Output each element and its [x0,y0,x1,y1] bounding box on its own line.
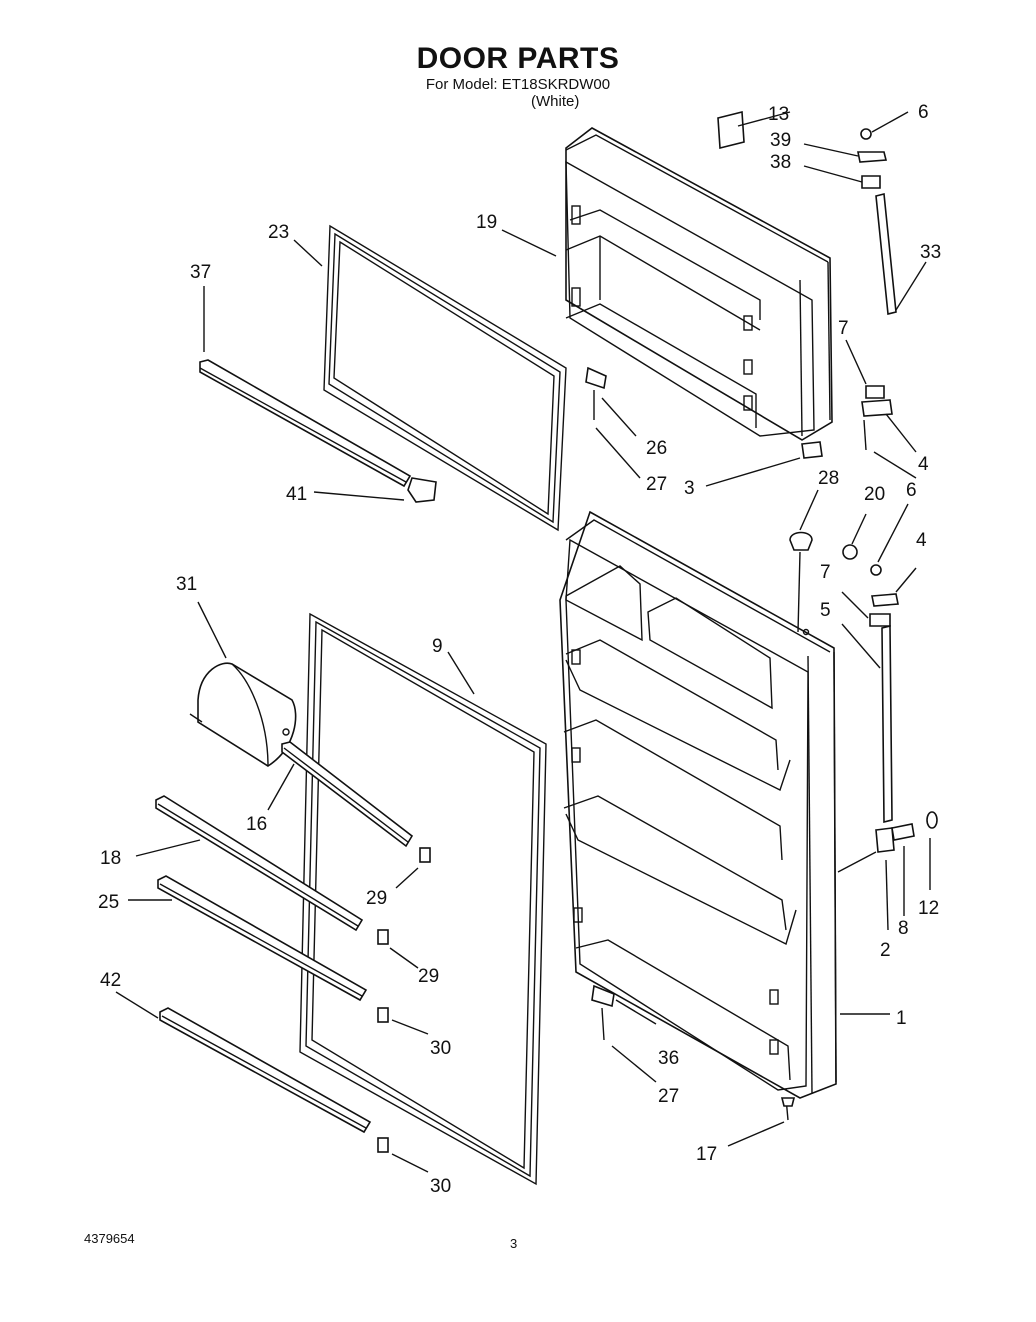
page-number: 3 [510,1236,518,1251]
fresh-food-door [559,510,837,1099]
callout-20: 20 [864,484,885,505]
callout-39: 39 [770,130,791,151]
callout-29: 29 [366,888,387,909]
callout-12: 12 [918,898,939,919]
callout-33: 33 [920,242,941,263]
callout-36: 36 [658,1048,679,1069]
callout-30b: 30 [430,1176,451,1197]
callout-26: 26 [646,438,667,459]
callout-23: 23 [268,222,289,243]
freezer-door [565,127,833,441]
hinge-hardware [585,110,938,1121]
model-variant: (White) [531,93,580,110]
dairy-cover [189,662,297,767]
callout-numbers: 13 6 39 38 33 19 23 37 7 26 4 27 3 28 20… [98,102,941,1197]
callout-7: 7 [838,318,849,339]
freezer-shelf-bar [199,359,437,503]
callout-8: 8 [898,918,909,939]
callout-9: 9 [432,636,443,657]
freezer-gasket [323,224,567,532]
callout-37: 37 [190,262,211,283]
callout-31: 31 [176,574,197,595]
callout-13: 13 [768,104,789,125]
callout-5: 5 [820,600,831,621]
rail-end-caps [377,847,431,1153]
model-line: For Model: ET18SKRDW00 [425,76,611,93]
callout-4b: 4 [916,530,927,551]
callout-2: 2 [880,940,891,961]
callout-41: 41 [286,484,307,505]
callout-25: 25 [98,892,119,913]
callout-28: 28 [818,468,839,489]
callout-27b: 27 [658,1086,679,1107]
callout-1: 1 [896,1008,907,1029]
callout-6b: 6 [906,480,917,501]
callout-27: 27 [646,474,667,495]
callout-42: 42 [100,970,121,991]
callout-17: 17 [696,1144,717,1165]
page-title: DOOR PARTS [416,42,620,75]
callout-18: 18 [100,848,121,869]
callout-4: 4 [918,454,929,475]
callout-3: 3 [684,478,695,499]
callout-6: 6 [918,102,929,123]
door-rails [155,741,414,1134]
callout-30: 30 [430,1038,451,1059]
callout-19: 19 [476,212,497,233]
fresh-food-gasket [299,612,547,1186]
document-number: 4379654 [84,1231,135,1246]
leader-lines [115,111,931,1173]
callout-16: 16 [246,814,267,835]
callout-7b: 7 [820,562,831,583]
callout-29b: 29 [418,966,439,987]
callout-38: 38 [770,152,791,173]
